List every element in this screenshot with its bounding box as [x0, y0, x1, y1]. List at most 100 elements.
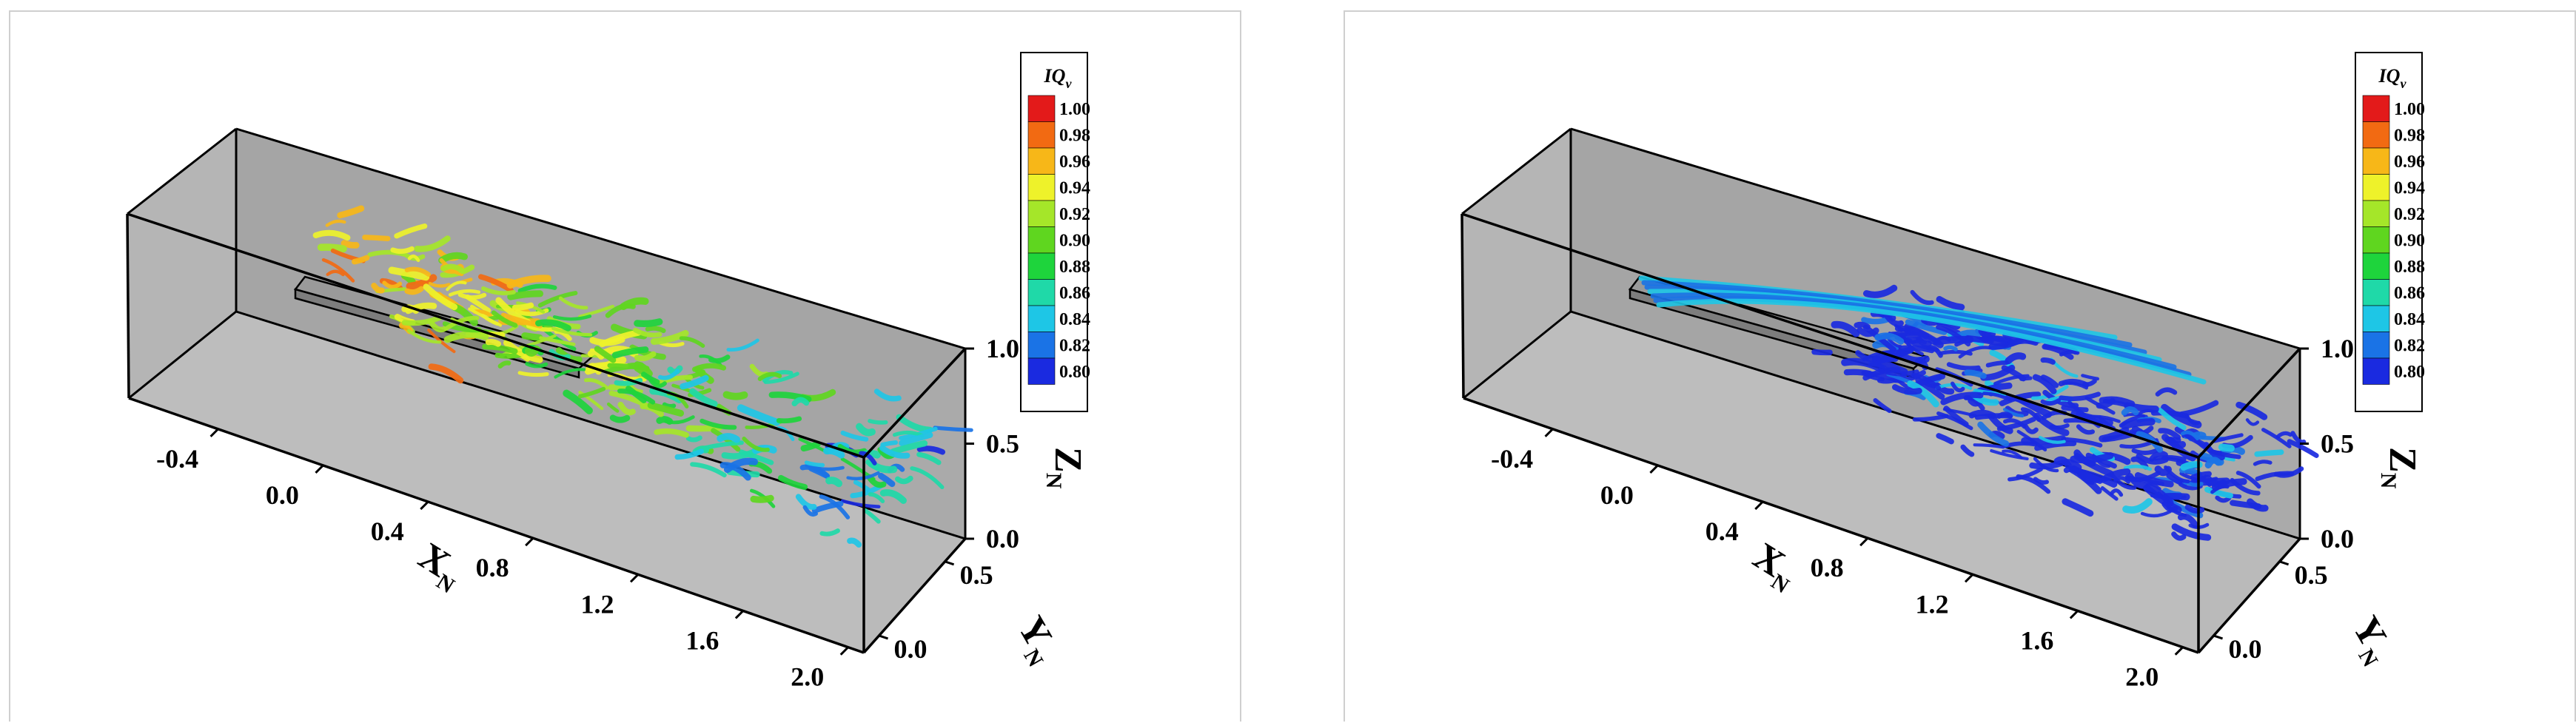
x-tick-label: 0.0 — [1600, 480, 1634, 510]
x-axis-label: XN — [409, 535, 471, 599]
colorbar-label: 0.94 — [1059, 178, 1090, 198]
colorbar-swatch — [2363, 175, 2389, 201]
colorbar-swatch — [2363, 332, 2389, 359]
x-tick-label: 0.8 — [476, 553, 509, 582]
colorbar-swatch — [1028, 253, 1055, 280]
x-tick-label: 0.8 — [1811, 553, 1844, 582]
colorbar-label: 1.00 — [1059, 100, 1090, 119]
x-tick-mark — [315, 465, 323, 473]
vortex-structure — [525, 336, 540, 338]
vortex-structure — [1945, 347, 1956, 349]
z-tick-label: 0.5 — [986, 429, 1019, 459]
x-tick-mark — [736, 611, 743, 618]
y-axis-label: YN — [2340, 610, 2403, 672]
vortex-structure — [2257, 452, 2281, 454]
x-tick-mark — [631, 574, 638, 582]
vortex-structure — [511, 294, 540, 297]
z-tick-label: 0.0 — [986, 524, 1019, 554]
vortex-structure — [344, 243, 356, 246]
z-tick-label: 0.5 — [2321, 429, 2354, 459]
y-axis-label: YN — [1005, 610, 1068, 672]
colorbar-swatch — [1028, 148, 1055, 175]
colorbar-legend: IQv1.000.980.960.940.920.900.880.860.840… — [1021, 53, 1090, 411]
colorbar-label: 0.82 — [1059, 336, 1090, 355]
colorbar-swatch — [1028, 358, 1055, 385]
vortex-structure — [637, 322, 660, 324]
vortex-structure — [829, 480, 839, 483]
colorbar-label: 0.86 — [2394, 283, 2425, 303]
vortex-structure — [365, 238, 388, 239]
colorbar-swatch — [2363, 148, 2389, 175]
vortex-structure — [2051, 426, 2067, 428]
x-axis-label: XN — [1743, 535, 1805, 599]
x-tick-label: 2.0 — [2125, 662, 2159, 692]
colorbar-label: 0.98 — [2394, 126, 2425, 145]
x-tick-label: 1.6 — [685, 625, 719, 655]
vortex-structure — [2032, 463, 2062, 466]
z-tick-label: 0.0 — [2321, 524, 2354, 554]
vortex-structure — [648, 329, 663, 331]
vortex-structure — [407, 289, 421, 292]
colorbar-swatch — [1028, 175, 1055, 201]
vortex-structure — [1999, 414, 2010, 417]
colorbar-title-sub: v — [1065, 76, 1072, 91]
vortex-structure — [2124, 409, 2136, 413]
x-tick-label: -0.4 — [156, 444, 198, 474]
colorbar-label: 0.80 — [2394, 363, 2425, 382]
colorbar-label: 0.84 — [1059, 310, 1090, 329]
vortex-structure — [610, 366, 647, 369]
colorbar-swatch — [1028, 122, 1055, 149]
z-tick-label: 1.0 — [2321, 334, 2354, 363]
colorbar-label: 0.84 — [2394, 310, 2425, 329]
colorbar-legend: IQv1.000.980.960.940.920.900.880.860.840… — [2355, 53, 2425, 411]
vortex-structure — [321, 247, 343, 249]
vortex-structure — [870, 421, 886, 423]
vortex-structure — [898, 478, 910, 481]
vortex-structure — [515, 306, 531, 308]
colorbar-label: 0.86 — [1059, 283, 1090, 303]
colorbar-label: 0.90 — [1059, 231, 1090, 250]
z-axis-label-sub: N — [2376, 473, 2401, 489]
vortex-structure — [2193, 474, 2209, 477]
colorbar-swatch — [2363, 306, 2389, 332]
colorbar-swatch — [1028, 306, 1055, 332]
colorbar-swatch — [1028, 332, 1055, 359]
vortex-structure — [726, 394, 744, 396]
vortex-structure — [882, 443, 896, 445]
colorbar-label: 0.88 — [1059, 258, 1090, 277]
vortex-structure — [688, 438, 700, 440]
colorbar-swatch — [1028, 201, 1055, 227]
vortex-structure — [720, 437, 737, 440]
colorbar-label: 0.80 — [1059, 363, 1090, 382]
y-tick-mark — [879, 636, 888, 639]
vortex-structure — [1913, 341, 1925, 343]
y-tick-label: 0.5 — [2295, 560, 2328, 590]
colorbar-label: 1.00 — [2394, 100, 2425, 119]
vortex-structure — [754, 498, 771, 500]
vortex-structure — [935, 428, 971, 430]
y-tick-mark — [2214, 636, 2223, 639]
box-edge — [127, 214, 129, 398]
colorbar-swatch — [2363, 95, 2389, 122]
x-tick-mark — [2070, 611, 2078, 618]
colorbar-title-sub: v — [2400, 76, 2406, 91]
y-tick-label: 0.0 — [894, 634, 928, 664]
z-axis-label-main: Z — [1047, 447, 1089, 473]
z-axis-label-main: Z — [2381, 447, 2424, 473]
z-axis-label-sub: N — [1042, 473, 1066, 489]
vortex-structure — [779, 419, 799, 421]
vortex-structure — [613, 418, 627, 420]
vortex-structure — [1864, 320, 1887, 321]
x-tick-label: 1.2 — [581, 589, 614, 619]
colorbar-label: 0.92 — [2394, 205, 2425, 224]
colorbar-label: 0.98 — [1059, 126, 1090, 145]
colorbar-label: 0.88 — [2394, 258, 2425, 277]
vortex-structure — [2222, 447, 2232, 448]
x-tick-mark — [2176, 648, 2183, 655]
x-tick-mark — [1965, 574, 1973, 582]
x-tick-mark — [526, 538, 533, 545]
colorbar-swatch — [1028, 280, 1055, 306]
vortex-structure — [2043, 360, 2053, 363]
